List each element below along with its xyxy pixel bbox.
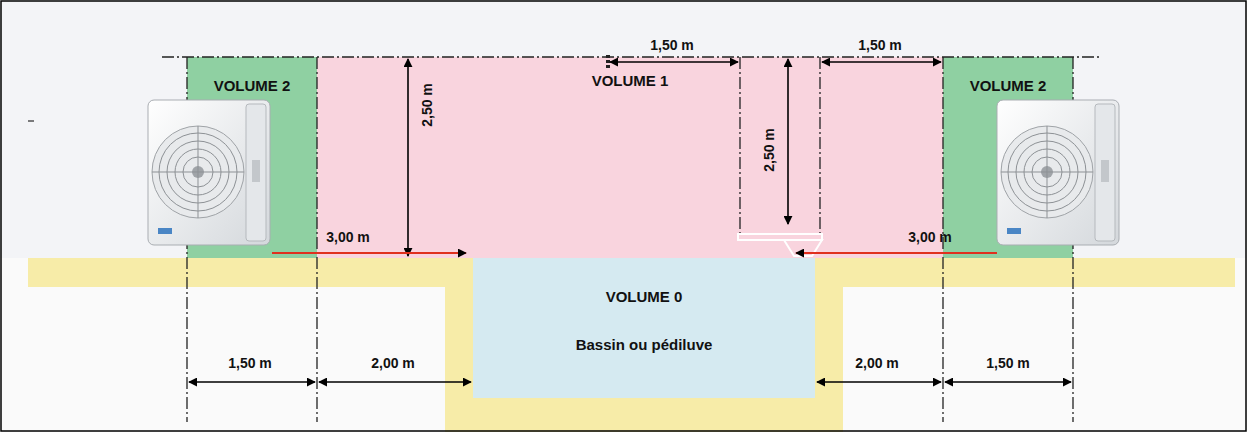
dimension-arrows	[189, 59, 1071, 382]
zone-title: VOLUME 0	[606, 289, 683, 306]
volume-zone: VOLUME 2	[187, 57, 317, 258]
volume-zone: VOLUME 2	[943, 57, 1073, 258]
dimension-label: 2,00 m	[855, 356, 899, 371]
zone-caption: Bassin ou pédiluve	[576, 337, 713, 354]
pool-surround	[445, 258, 843, 432]
footbath-symbol	[738, 234, 822, 256]
heat-pump	[997, 100, 1119, 245]
boundary-mark	[606, 55, 610, 68]
dimension-label: 3,00 m	[326, 230, 370, 245]
dimension-label: 1,50 m	[858, 38, 902, 53]
dimension-label: 1,50 m	[650, 38, 694, 53]
dimension-label: 1,50 m	[986, 356, 1030, 371]
dimension-label: 2,50 m	[762, 128, 777, 172]
zone-title: VOLUME 2	[214, 78, 291, 95]
tick	[28, 121, 34, 122]
zone-title: VOLUME 1	[592, 73, 669, 90]
distance-lines	[272, 252, 997, 254]
dimension-label: 3,00 m	[908, 230, 952, 245]
sky	[0, 0, 1247, 258]
dimension-label: 1,50 m	[228, 356, 272, 371]
boundary-lines	[162, 57, 1100, 422]
heat-pump	[148, 100, 270, 245]
dimension-label: 2,00 m	[371, 356, 415, 371]
dimension-label: 2,50 m	[420, 83, 435, 127]
volume-zone: VOLUME 1	[317, 57, 943, 258]
volume-zone: VOLUME 0 Bassin ou pédiluve	[473, 258, 815, 398]
zone-title: VOLUME 2	[970, 78, 1047, 95]
